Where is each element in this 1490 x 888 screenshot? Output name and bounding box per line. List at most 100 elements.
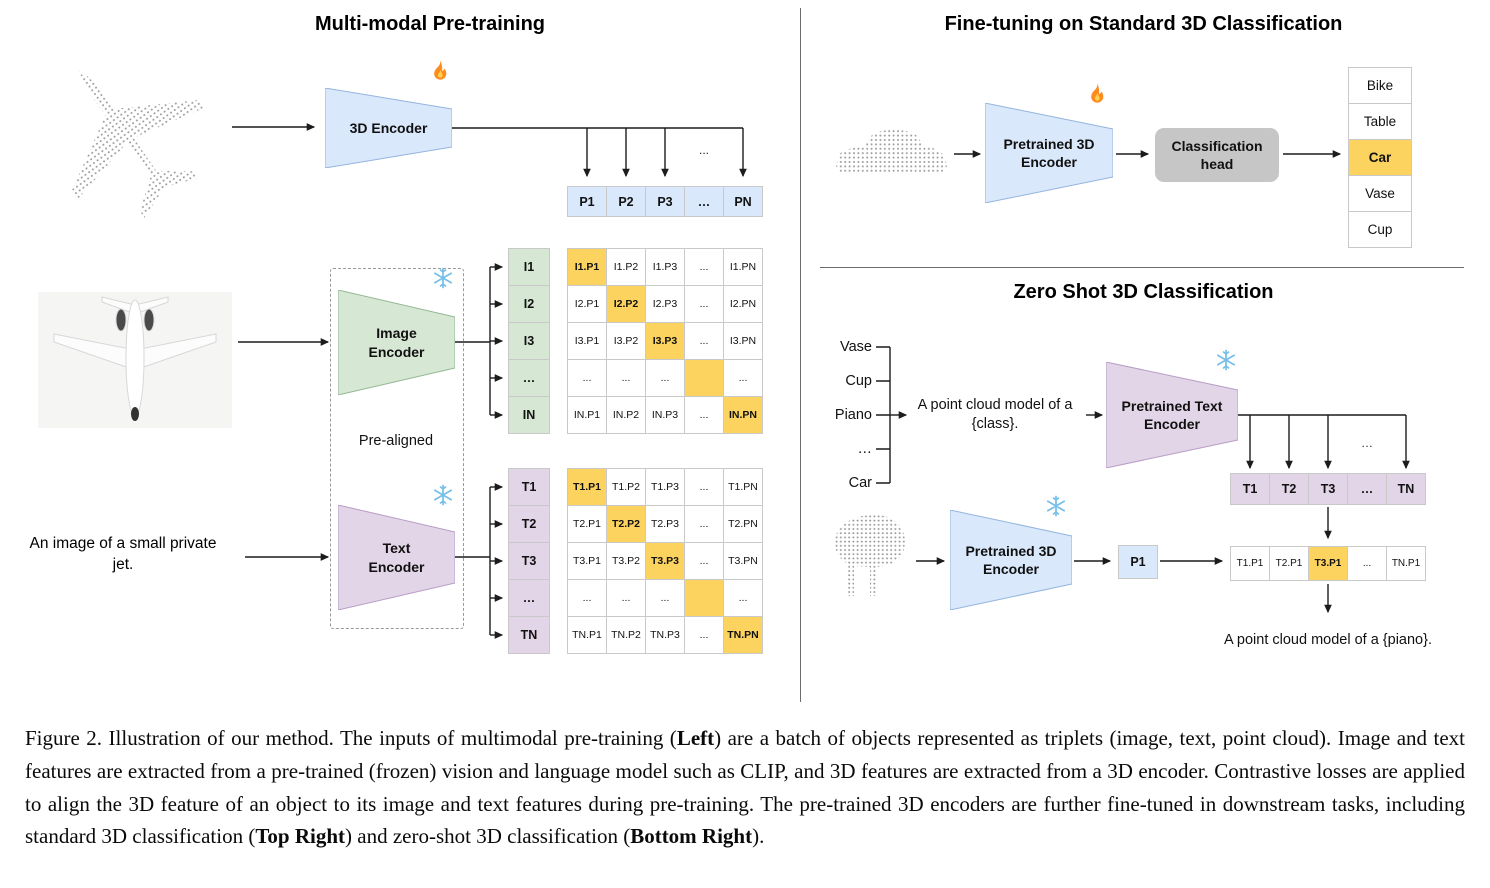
ip-cell-r5c3: IN.P3 [646,397,684,433]
similarity-cell-4: TN.P1 [1387,547,1425,580]
tp-cell-r5c1: TN.P1 [568,617,606,653]
p-cell-1: P2 [607,187,645,216]
3d-encoder-shape [325,88,452,168]
text-encoder-label: Text Encoder [368,540,425,575]
tp-cell-r2c3: T2.P3 [646,506,684,542]
classification-head-label: Classification head [1171,137,1263,172]
ip-cell-r1c1: I1.P1 [568,249,606,285]
ellipsis-t-row: … [1361,436,1373,450]
ip-cell-r1c5: I1.PN [724,249,762,285]
p-cell-0: P1 [568,187,606,216]
ip-cell-r5c4: ... [685,397,723,433]
pretrained-text-encoder-shape [1106,362,1238,468]
tp-cell-r5c4: ... [685,617,723,653]
class-option-1: Table [1349,104,1411,139]
similarity-cell-2: T3.P1 [1309,547,1347,580]
image-encoder: Image Encoder [338,267,455,395]
tp-cell-r4c3: ... [646,580,684,616]
caption-bold-segment: Top Right [255,824,346,849]
snowflake-icon [433,267,453,289]
ip-cell-r2c5: I2.PN [724,286,762,322]
horizontal-divider [820,267,1464,268]
pretrained-text-encoder: Pretrained Text Encoder [1106,349,1238,468]
p-cell-4: PN [724,187,762,216]
ip-cell-r1c2: I1.P2 [607,249,645,285]
caption-bold-segment: Left [676,726,715,750]
ip-cell-r5c2: IN.P2 [607,397,645,433]
snowflake-icon [1046,495,1066,517]
jet-image-drawing [38,292,232,428]
pretrained-text-encoder-label: Pretrained Text Encoder [1121,397,1223,432]
tp-cell-r4c5: ... [724,580,762,616]
caption-segment: ). [752,824,765,849]
fire-icon [434,60,447,80]
jet-image [38,292,232,428]
ip-cell-r5c1: IN.P1 [568,397,606,433]
ip-cell-r2c3: I2.P3 [646,286,684,322]
ellipsis-p-row: ... [698,143,709,157]
lines-class-collector [876,346,891,484]
ip-cell-r2c2: I2.P2 [607,286,645,322]
tp-cell-r3c4: ... [685,543,723,579]
prompt-template-text: A point cloud model of a {class}. [917,397,1073,433]
t-label-2: T3 [509,543,549,579]
ip-cell-r4c4 [685,360,723,396]
ip-cell-r2c4: ... [685,286,723,322]
tp-cell-r2c5: T2.PN [724,506,762,542]
ip-cell-r3c4: ... [685,323,723,359]
pre-aligned-group-box [330,268,464,629]
tp-cell-r5c5: TN.PN [724,617,762,653]
i-label-0: I1 [509,249,549,285]
t-feature-0: T1 [1231,474,1269,504]
image-encoder-shape [338,290,455,395]
pretrained-3d-encoder-zeroshot-label: Pretrained 3D Encoder [965,542,1057,577]
ip-cell-r4c1: ... [568,360,606,396]
pre-aligned-label: Pre-aligned [358,433,434,449]
tp-cell-r2c2: T2.P2 [607,506,645,542]
p-cell-3: … [685,187,723,216]
tp-cell-r3c2: T3.P2 [607,543,645,579]
caption-segment: ) are a batch of objects represented as … [25,726,1465,849]
tp-cell-r1c1: T1.P1 [568,469,606,505]
t-feature-3: … [1348,474,1386,504]
i-label-1: I2 [509,286,549,322]
left-section-title: Multi-modal Pre-training [315,13,545,35]
tp-cell-r3c3: T3.P3 [646,543,684,579]
tp-cell-r1c3: T1.P3 [646,469,684,505]
ip-cell-r2c1: I2.P1 [568,286,606,322]
pretrained-3d-encoder-zeroshot: Pretrained 3D Encoder [950,495,1072,610]
prompt-class-1: Cup [845,373,872,389]
ip-cell-r3c5: I3.PN [724,323,762,359]
pretrained-3d-encoder-finetune: Pretrained 3D Encoder [985,83,1113,203]
t-label-4: TN [509,617,549,653]
tp-cell-r4c4 [685,580,723,616]
tp-cell-r1c2: T1.P2 [607,469,645,505]
ip-cell-r3c2: I3.P2 [607,323,645,359]
t-label-0: T1 [509,469,549,505]
tp-cell-r5c3: TN.P3 [646,617,684,653]
image-encoder-label: Image Encoder [368,325,425,360]
ip-cell-r5c5: IN.PN [724,397,762,433]
tp-cell-r4c2: ... [607,580,645,616]
t-label-1: T2 [509,506,549,542]
caption-segment: ) and zero-shot 3D classification ( [345,824,631,849]
text-encoder: Text Encoder [338,484,455,610]
tp-cell-r2c1: T2.P1 [568,506,606,542]
caption-segment: Figure 2. Illustration of our method. Th… [25,726,677,750]
t-feature-1: T2 [1270,474,1308,504]
similarity-cell-1: T2.P1 [1270,547,1308,580]
snowflake-icon [1216,349,1236,371]
piano-pointcloud [835,514,906,596]
airplane-pointcloud [71,69,204,218]
tp-cell-r4c1: ... [568,580,606,616]
i-label-3: … [509,360,549,396]
zero-shot-result-text: A point cloud model of a {piano}. [1224,632,1432,648]
ip-cell-r4c5: ... [724,360,762,396]
